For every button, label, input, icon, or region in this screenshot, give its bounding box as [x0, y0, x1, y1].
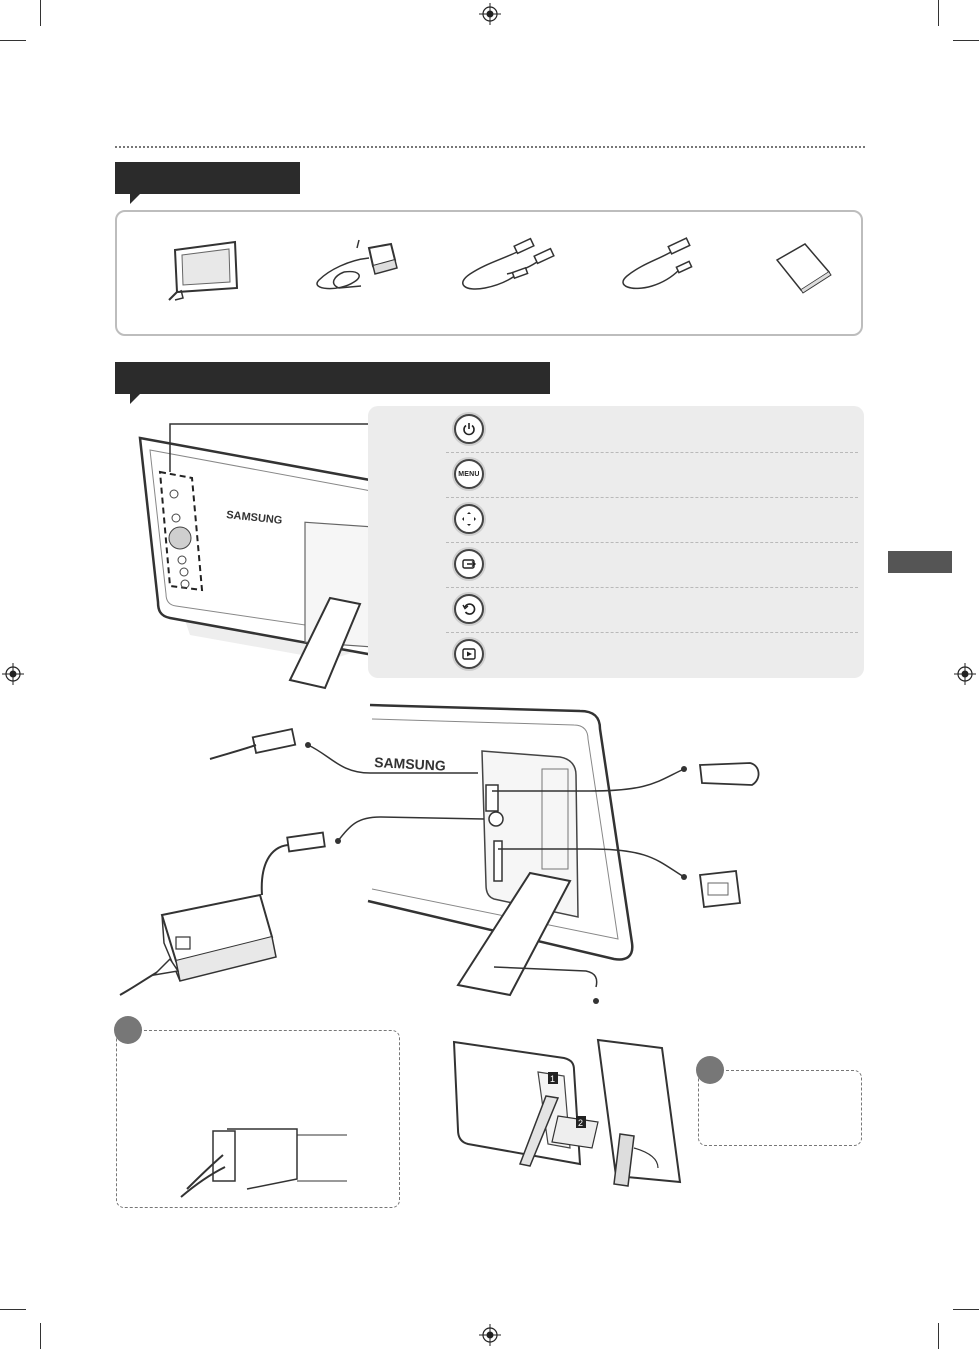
button-row-direction	[446, 498, 858, 543]
connection-illustration: SAMSUNG	[119, 703, 760, 1004]
direction-pad-button[interactable]	[454, 504, 484, 534]
registration-mark-icon	[479, 1324, 501, 1346]
note-box-stand	[698, 1070, 862, 1146]
component-power-adapter	[299, 230, 409, 310]
note-box-cable	[116, 1030, 400, 1208]
registration-mark-icon	[2, 663, 24, 685]
stand-attachment-illustration: 1 2	[452, 1038, 682, 1187]
component-photo-frame	[157, 230, 267, 310]
cable-detail-illustration	[180, 1128, 347, 1198]
buttons-section-tab	[115, 362, 550, 394]
chapter-side-tab	[888, 551, 952, 573]
user-manual-icon	[775, 243, 832, 294]
enter-icon	[462, 559, 477, 569]
stand-step-1: 1	[550, 1074, 555, 1084]
section-tab-tail	[130, 194, 140, 204]
button-row-menu: MENU	[446, 453, 858, 498]
section-tab-tail	[130, 394, 140, 404]
slideshow-button[interactable]	[454, 639, 484, 669]
back-icon	[462, 603, 476, 615]
note-badge-icon	[114, 1016, 142, 1044]
usb-cable-icon	[622, 237, 693, 290]
button-row-back	[446, 588, 858, 633]
menu-button[interactable]: MENU	[454, 459, 484, 489]
component-user-manual	[757, 230, 867, 310]
note-badge-icon	[696, 1056, 724, 1084]
registration-mark-icon	[954, 663, 976, 685]
section-divider	[115, 146, 865, 148]
button-function-panel: MENU	[368, 406, 864, 678]
button-row-slideshow	[446, 633, 858, 677]
brand-logo: SAMSUNG	[374, 754, 446, 774]
power-adapter-icon	[316, 239, 398, 290]
component-usb-cable	[607, 230, 717, 310]
enter-button[interactable]	[454, 549, 484, 579]
stand-step-2: 2	[578, 1118, 583, 1128]
back-button[interactable]	[454, 594, 484, 624]
usb-y-cable-icon	[462, 237, 555, 290]
direction-pad-icon	[462, 512, 476, 526]
button-row-enter	[446, 543, 858, 588]
registration-mark-icon	[479, 3, 501, 25]
photo-frame-icon	[168, 240, 239, 301]
component-usb-y-cable	[445, 230, 555, 310]
power-button[interactable]	[454, 414, 484, 444]
button-row-power	[446, 408, 858, 453]
slideshow-icon	[462, 648, 476, 660]
components-section-tab	[115, 162, 300, 194]
brand-logo: SAMSUNG	[226, 509, 283, 527]
menu-button-icon: MENU	[458, 470, 480, 478]
power-icon	[463, 423, 475, 436]
components-box	[115, 210, 863, 336]
